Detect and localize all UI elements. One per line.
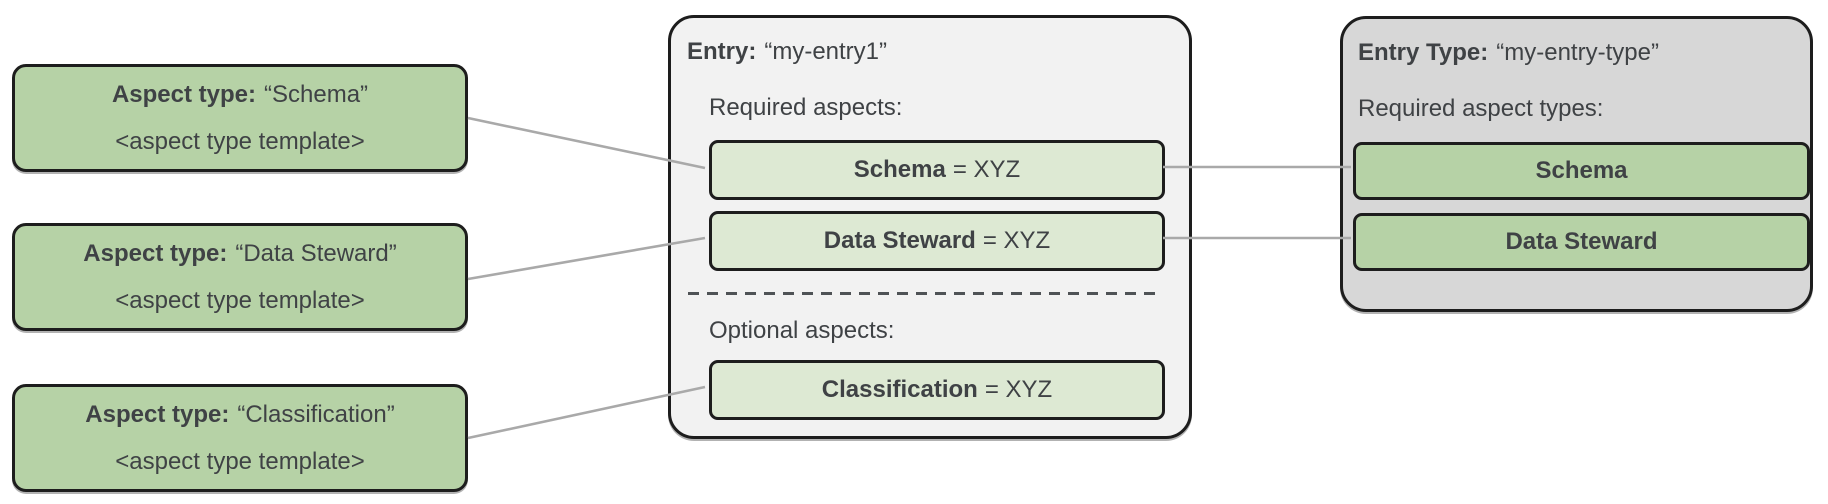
aspect-type-box-schema: Aspect type: “Schema” <aspect type templ… — [12, 64, 468, 172]
entry-type-name: “my-entry-type” — [1496, 39, 1659, 66]
aspect-value: = XYZ — [982, 227, 1051, 254]
aspect-type-name: “Data Steward” — [235, 239, 397, 267]
aspect-name: Classification — [821, 376, 978, 403]
aspect-name: Data Steward — [823, 227, 976, 254]
aspect-type-template: <aspect type template> — [115, 447, 365, 475]
aspect-type-label: Aspect type: — [85, 400, 230, 428]
entry-label: Entry: — [687, 38, 757, 65]
required-aspect-type-schema: Schema — [1353, 142, 1810, 200]
aspect-type-template: <aspect type template> — [115, 127, 365, 155]
aspect-type-name: Schema — [1535, 157, 1628, 184]
aspect-type-title: Aspect type: “Data Steward” — [83, 240, 396, 268]
entry-title: Entry: “my-entry1” — [687, 38, 887, 66]
aspect-type-name: “Schema” — [264, 80, 369, 108]
aspect-type-box-data-steward: Aspect type: “Data Steward” <aspect type… — [12, 223, 468, 331]
entry-container: Entry: “my-entry1” Required aspects: Sch… — [668, 15, 1192, 439]
optional-aspect-classification: Classification = XYZ — [709, 360, 1165, 420]
required-aspects-heading: Required aspects: — [709, 94, 903, 121]
aspect-name: Schema — [853, 156, 946, 183]
aspect-type-name: Data Steward — [1505, 228, 1658, 255]
entry-type-title: Entry Type: “my-entry-type” — [1358, 39, 1659, 67]
aspect-type-label: Aspect type: — [111, 80, 256, 108]
entry-type-label: Entry Type: — [1358, 39, 1489, 66]
optional-aspects-heading: Optional aspects: — [709, 317, 895, 344]
aspect-type-title: Aspect type: “Classification” — [85, 401, 394, 429]
required-optional-divider — [688, 292, 1156, 295]
entry-name: “my-entry1” — [764, 38, 888, 65]
required-aspect-schema: Schema = XYZ — [709, 140, 1165, 200]
aspect-type-box-classification: Aspect type: “Classification” <aspect ty… — [12, 384, 468, 492]
aspect-value: = XYZ — [952, 156, 1021, 183]
required-aspect-type-data-steward: Data Steward — [1353, 213, 1810, 271]
aspect-type-name: “Classification” — [237, 400, 395, 428]
aspect-value: = XYZ — [984, 376, 1053, 403]
aspect-type-label: Aspect type: — [83, 239, 228, 267]
required-aspect-types-heading: Required aspect types: — [1358, 95, 1604, 122]
entry-type-container: Entry Type: “my-entry-type” Required asp… — [1340, 16, 1813, 312]
aspect-type-title: Aspect type: “Schema” — [112, 81, 368, 109]
required-aspect-data-steward: Data Steward = XYZ — [709, 211, 1165, 271]
aspect-type-template: <aspect type template> — [115, 286, 365, 314]
